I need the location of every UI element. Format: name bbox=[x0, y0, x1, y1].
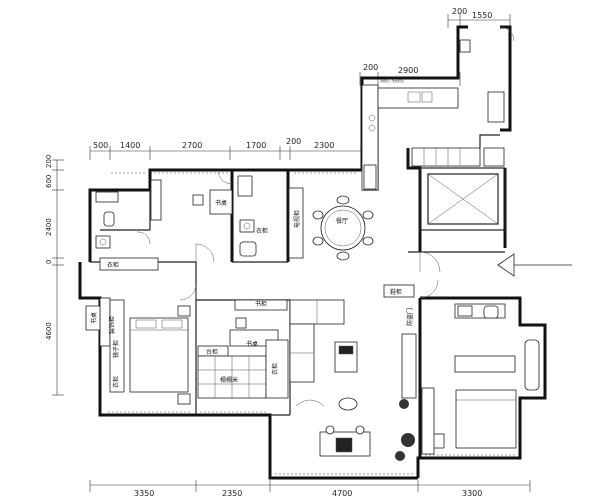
desk-upper bbox=[209, 189, 233, 215]
room-label-tatami: 榻榻米 bbox=[220, 376, 238, 384]
bedroom-left bbox=[85, 297, 191, 405]
room-label-desk-left: 书桌 bbox=[90, 312, 98, 324]
room-label-decor-cabinet: 装饰柜 bbox=[108, 316, 116, 334]
dim-left-4600: 4600 bbox=[45, 322, 53, 340]
kitchen-note: 冰箱位 | 洗衣机位 bbox=[380, 78, 404, 83]
exterior-walls bbox=[78, 25, 547, 480]
dim-bottom-2350: 2350 bbox=[222, 489, 242, 498]
shoe-cabinet bbox=[383, 284, 415, 298]
dining-table bbox=[312, 195, 374, 261]
bathroom-upper-middle bbox=[237, 175, 257, 257]
dim-top-2300: 2300 bbox=[314, 141, 334, 150]
room-label-bookcase: 书柜 bbox=[255, 300, 267, 308]
elevator-block bbox=[411, 147, 506, 231]
room-label-mirror-cabinet: 镜子柜 bbox=[112, 340, 120, 358]
dim-top-200: 200 bbox=[286, 137, 301, 146]
room-label-wardrobe-left-bottom: 衣柜 bbox=[112, 376, 120, 388]
kitchen bbox=[361, 84, 459, 191]
entrance-arrow-icon bbox=[497, 253, 572, 277]
tv-cabinet-upper bbox=[288, 187, 304, 259]
dim-bottom-3300: 3300 bbox=[462, 489, 482, 498]
chair-upper bbox=[192, 194, 204, 206]
dim-left-600: 600 bbox=[45, 175, 53, 188]
dim-kitchen-2900: 2900 bbox=[398, 66, 418, 75]
wardrobe-left-top bbox=[99, 257, 159, 271]
dim-top-500: 500 bbox=[93, 141, 108, 150]
dim-top-2700: 2700 bbox=[182, 141, 202, 150]
room-label-entry-door: 防盗门 bbox=[406, 308, 414, 326]
dim-entry-200: 200 bbox=[452, 7, 467, 16]
dim-bottom-3350: 3350 bbox=[134, 489, 154, 498]
study-room bbox=[197, 299, 289, 399]
room-label-wardrobe-left-top: 衣柜 bbox=[107, 261, 119, 269]
room-label-desk-upper: 书桌 bbox=[215, 199, 227, 207]
room-label-tv-upper: 电视柜 bbox=[293, 210, 301, 228]
dim-left-0: 0 bbox=[45, 260, 53, 264]
dim-top-1700: 1700 bbox=[246, 141, 266, 150]
room-label-wardrobe-upper: 衣柜 bbox=[256, 227, 268, 235]
living-room bbox=[289, 299, 417, 457]
dim-left-2400: 2400 bbox=[45, 218, 53, 236]
windows bbox=[108, 172, 515, 475]
entry-porch bbox=[459, 39, 505, 167]
dim-kitchen-200: 200 bbox=[363, 63, 378, 72]
dim-top-1400: 1400 bbox=[120, 141, 140, 150]
room-label-desk-middle: 书桌 bbox=[246, 340, 258, 348]
room-label-wardrobe-middle: 衣柜 bbox=[271, 363, 279, 375]
door-swings bbox=[136, 26, 515, 301]
dim-bottom-4700: 4700 bbox=[332, 489, 352, 498]
dim-entry-1550: 1550 bbox=[472, 11, 492, 20]
room-label-shoe-cabinet: 鞋柜 bbox=[390, 288, 402, 296]
plant-icon bbox=[395, 399, 415, 461]
room-label-counter: 台柜 bbox=[206, 348, 218, 356]
bedroom-right bbox=[421, 303, 540, 455]
dimension-lines bbox=[52, 14, 531, 492]
bathroom-upper-left bbox=[95, 179, 162, 249]
room-label-dining: 餐厅 bbox=[336, 217, 348, 225]
dim-left-200: 200 bbox=[45, 155, 53, 168]
